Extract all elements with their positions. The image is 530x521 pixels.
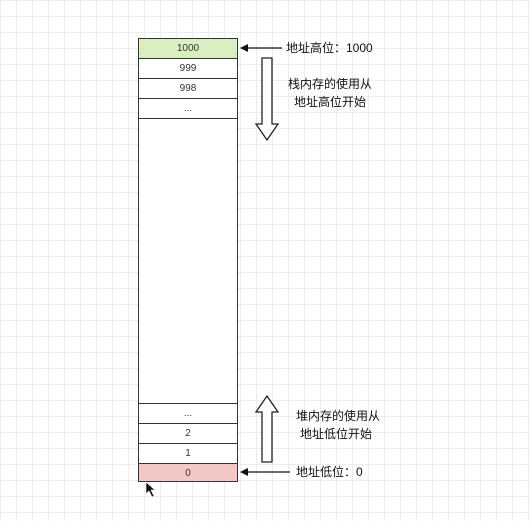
pointer-arrow-high [240, 44, 282, 52]
stack-note-line1: 栈内存的使用从 [288, 77, 373, 91]
pointer-arrow-low [240, 468, 290, 476]
memory-cell-ellipsis-bottom: ... [139, 403, 237, 423]
heap-up-arrow-icon [254, 394, 280, 463]
heap-note-line1: 堆内存的使用从 [296, 409, 381, 423]
memory-cell-998: 998 [139, 79, 237, 99]
high-address-label: 地址高位：1000 [286, 41, 373, 55]
memory-cell-999: 999 [139, 59, 237, 79]
memory-cell-1: 1 [139, 443, 237, 463]
memory-cell-ellipsis-top: ... [139, 99, 237, 119]
memory-cell-0: 0 [139, 463, 237, 481]
low-address-label: 地址低位：0 [296, 465, 363, 479]
memory-cell-1000: 1000 [139, 39, 237, 59]
heap-note-line2: 地址低位开始 [300, 427, 373, 441]
stack-down-arrow-icon [254, 57, 280, 142]
stack-note-line2: 地址高位开始 [294, 95, 367, 109]
mouse-cursor-icon [145, 481, 156, 498]
memory-cell-2: 2 [139, 423, 237, 443]
memory-column: 1000 999 998 ... ... 2 1 0 [138, 38, 238, 482]
